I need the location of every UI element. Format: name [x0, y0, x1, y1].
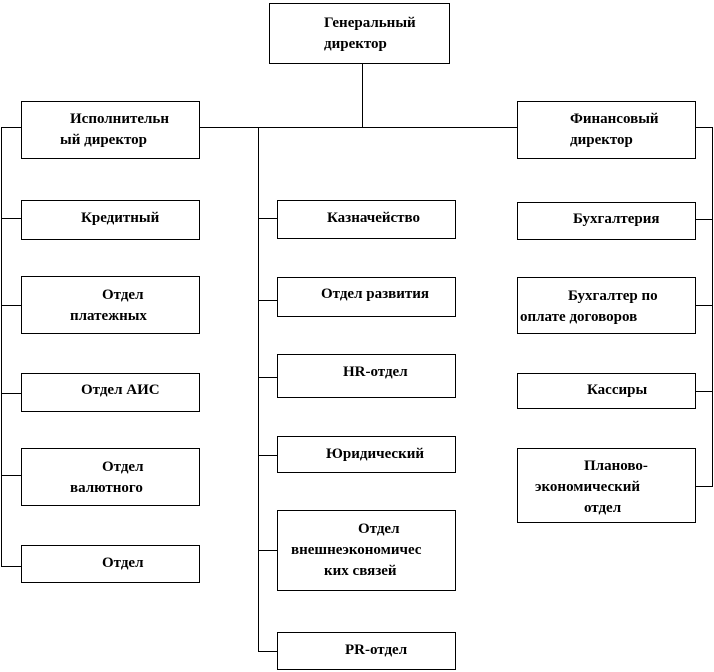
connector-middle-4: [258, 455, 277, 456]
connector-left-1: [1, 218, 21, 219]
node-label-line: директор: [324, 36, 387, 52]
node-label-line: Генеральный: [324, 15, 416, 31]
connector-right-3: [695, 391, 712, 392]
node-label-line: Бухгалтерия: [573, 211, 660, 227]
node-label-line: Отдел АИС: [81, 382, 160, 398]
node-treasury: Казначейство: [277, 200, 456, 239]
node-label-line: директор: [570, 132, 633, 148]
node-label-line: отдел: [584, 500, 622, 516]
node-label-line: ый директор: [60, 132, 147, 148]
node-contract-accountant: Бухгалтер по оплате договоров: [517, 277, 696, 334]
connector-fin-right: [695, 127, 712, 128]
connector-middle-6: [258, 651, 277, 652]
node-label-line: Отдел: [102, 555, 144, 571]
connector-main-horizontal: [199, 127, 517, 128]
node-department: Отдел: [21, 545, 200, 583]
connector-left-trunk: [1, 127, 2, 567]
node-foreign-economic: Отдел внешнеэкономичес ких связей: [277, 510, 456, 591]
node-label-line: Планово-: [584, 458, 648, 474]
connector-right-trunk: [712, 127, 713, 487]
node-legal: Юридический: [277, 436, 456, 473]
connector-exec-left: [1, 127, 21, 128]
connector-right-4: [695, 486, 712, 487]
connector-root-down: [362, 63, 363, 127]
node-label-line: экономический: [535, 479, 641, 495]
node-executive-director: Исполнительн ый директор: [21, 101, 200, 159]
node-label-line: Бухгалтер по: [568, 288, 658, 304]
connector-left-2: [1, 305, 21, 306]
connector-middle-trunk: [258, 127, 259, 652]
node-label-line: ких связей: [324, 563, 397, 579]
connector-right-1: [695, 219, 712, 220]
connector-right-2: [695, 305, 712, 306]
node-label-line: Юридический: [326, 446, 424, 462]
node-pr: PR-отдел: [277, 632, 456, 670]
node-development: Отдел развития: [277, 277, 456, 317]
node-label-line: Отдел: [358, 521, 400, 537]
connector-left-5: [1, 566, 21, 567]
node-planning-economic: Планово- экономический отдел: [517, 448, 696, 523]
node-currency: Отдел валютного: [21, 448, 200, 506]
node-label-line: валютного: [70, 480, 143, 496]
connector-middle-5: [258, 550, 277, 551]
node-payments: Отдел платежных: [21, 276, 200, 334]
node-cashiers: Кассиры: [517, 373, 696, 409]
node-general-director: Генеральный директор: [269, 3, 450, 64]
node-hr: HR-отдел: [277, 354, 456, 398]
connector-left-4: [1, 475, 21, 476]
node-accounting: Бухгалтерия: [517, 202, 696, 240]
node-label-line: PR-отдел: [345, 642, 408, 658]
node-label-line: внешнеэкономичес: [291, 542, 422, 558]
node-label-line: Финансовый: [570, 111, 659, 127]
node-ais: Отдел АИС: [21, 373, 200, 412]
connector-middle-1: [258, 218, 277, 219]
node-label-line: Отдел: [102, 459, 144, 475]
node-financial-director: Финансовый директор: [517, 101, 696, 159]
connector-left-3: [1, 393, 21, 394]
node-label-line: Казначейство: [327, 210, 421, 226]
node-label-line: Кредитный: [81, 210, 160, 226]
connector-middle-2: [258, 300, 277, 301]
node-credit: Кредитный: [21, 200, 200, 240]
node-label-line: Исполнительн: [70, 111, 169, 127]
node-label-line: HR-отдел: [343, 364, 408, 380]
node-label-line: Отдел развития: [321, 286, 429, 302]
node-label-line: Кассиры: [587, 382, 648, 398]
node-label-line: платежных: [70, 308, 147, 324]
node-label-line: оплате договоров: [520, 309, 638, 325]
connector-middle-3: [258, 377, 277, 378]
node-label-line: Отдел: [102, 287, 144, 303]
